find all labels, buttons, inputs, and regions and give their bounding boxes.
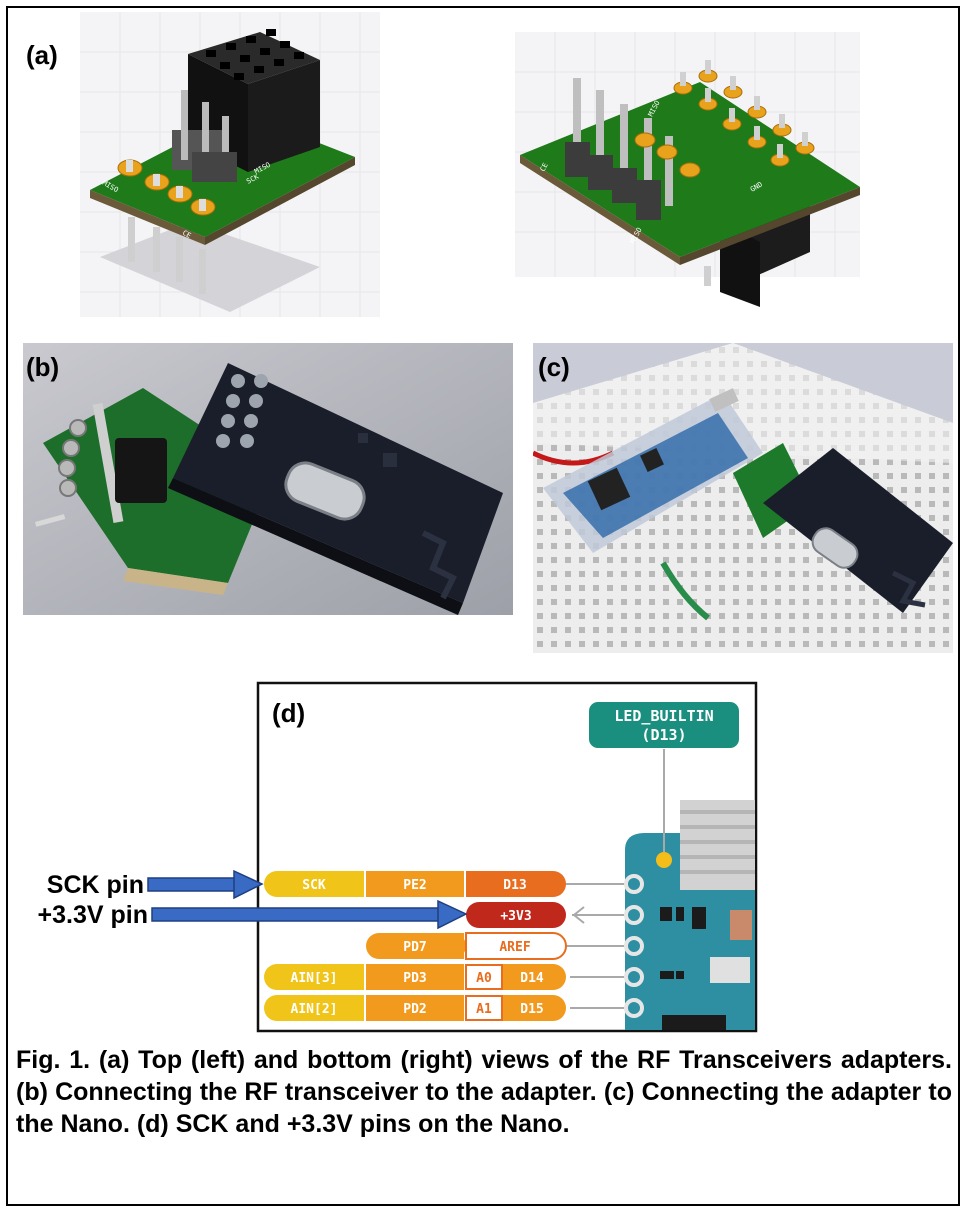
led-builtin-tag <box>589 702 739 748</box>
port-pd3: PD3 <box>403 971 426 986</box>
panel-a-label: (a) <box>26 40 58 70</box>
figure-caption: Fig. 1. (a) Top (left) and bottom (right… <box>16 1046 952 1138</box>
pin-3v3: +3V3 <box>500 909 531 924</box>
panel-c-label: (c) <box>538 352 570 382</box>
v33-arrow <box>151 899 468 930</box>
analog-a0: A0 <box>476 971 492 986</box>
sck-callout-label: SCK pin <box>47 871 144 899</box>
func-ain3: AIN[3] <box>291 971 338 986</box>
panel-d-label: (d) <box>272 698 306 728</box>
panel-b-photo <box>23 343 513 615</box>
panel-c <box>533 343 953 653</box>
silk-ce: CE <box>181 229 192 240</box>
func-sck: SCK <box>302 878 326 893</box>
pin-row-d15: AIN[2] PD2 A1 D15 <box>264 995 566 1021</box>
pcb-bottom-view: MISO CE GND MISO <box>520 60 860 307</box>
panel-a: MISO SCK MISO CE <box>20 12 940 330</box>
pin-row-aref: PD7 AREF <box>366 932 567 960</box>
panel-b-label: (b) <box>26 352 60 382</box>
pin-aref: AREF <box>499 940 530 955</box>
analog-a1: A1 <box>476 1002 492 1017</box>
pin-d14: D14 <box>520 971 544 986</box>
pcb-top-view: MISO SCK MISO CE <box>90 29 355 294</box>
pin-d13: D13 <box>503 878 526 893</box>
v33-callout-label: +3.3V pin <box>38 901 148 929</box>
led-builtin-dot <box>656 852 672 868</box>
panel-d-pinout: LED_BUILTIN (D13) SCK PE2 D13 +3V3 PD7 A… <box>38 681 758 1033</box>
port-pd2: PD2 <box>403 1002 426 1017</box>
pin-row-d13: SCK PE2 D13 <box>264 871 566 897</box>
pin-row-d14: AIN[3] PD3 A0 D14 <box>264 964 566 990</box>
led-builtin-label: LED_BUILTIN <box>614 707 713 725</box>
board-component <box>680 800 755 890</box>
led-builtin-pin: (D13) <box>641 726 686 744</box>
panel-c-photo <box>533 343 953 653</box>
silk-bottom-ce: CE <box>539 162 550 173</box>
func-ain2: AIN[2] <box>291 1002 338 1017</box>
port-pe2: PE2 <box>403 878 426 893</box>
pin-d15: D15 <box>520 1002 543 1017</box>
port-pd7: PD7 <box>403 940 426 955</box>
sck-arrow <box>147 869 264 900</box>
panel-b <box>23 343 513 615</box>
pin-row-3v3: +3V3 <box>466 902 566 928</box>
panel-a-render: MISO SCK MISO CE <box>80 12 860 317</box>
